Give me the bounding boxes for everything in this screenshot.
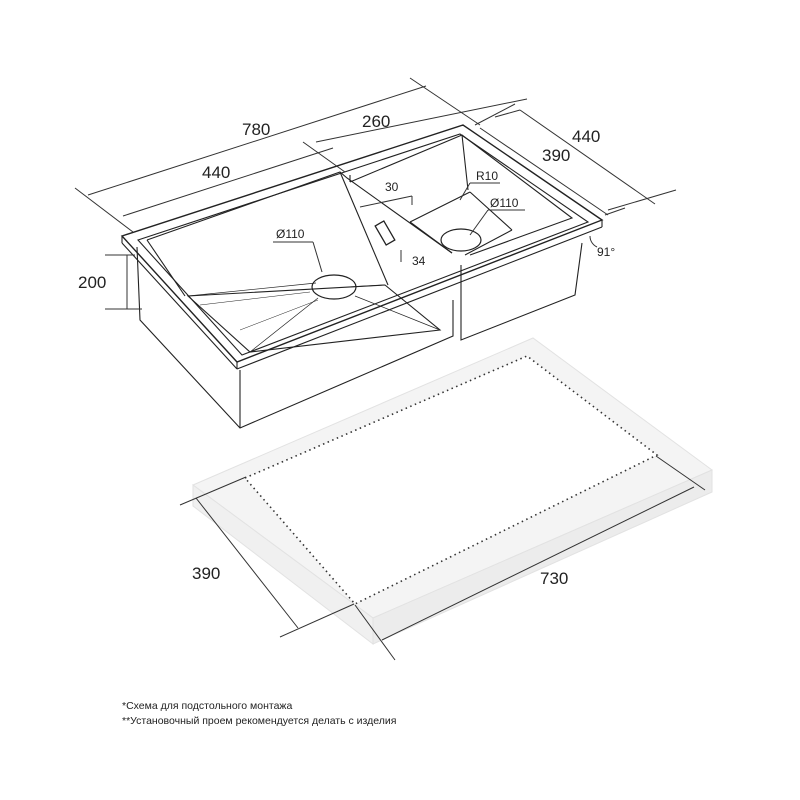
sink-total-length-label: 780 bbox=[242, 120, 270, 139]
cutout-dotted-outline bbox=[243, 355, 659, 605]
main-bowl-top-edge bbox=[146, 171, 453, 254]
countertop-cutout-hole bbox=[245, 356, 657, 604]
small-drain-label: Ø110 bbox=[490, 196, 519, 210]
edge-angle-label: 91° bbox=[597, 245, 615, 259]
small-bowl-top-edge bbox=[349, 134, 574, 256]
cutout-depth-label: 390 bbox=[192, 564, 220, 583]
overflow-width-label: 30 bbox=[385, 180, 399, 194]
main-drain-label: Ø110 bbox=[276, 227, 305, 241]
sink-diagram bbox=[120, 124, 604, 429]
sink-rim-inner bbox=[137, 133, 590, 356]
cutout-depth-dimension bbox=[179, 476, 355, 638]
main-drain-icon bbox=[311, 274, 357, 300]
small-bowl-exterior bbox=[460, 242, 583, 341]
small-bowl-length-label: 260 bbox=[362, 112, 390, 131]
overflow-slot-icon bbox=[374, 220, 396, 246]
main-bowl-length-label: 440 bbox=[202, 163, 230, 182]
footnote-cutout: **Установочный проем рекомендуется делат… bbox=[122, 715, 397, 727]
main-bowl-bottom bbox=[186, 284, 442, 353]
corner-radius-label: R10 bbox=[476, 169, 498, 183]
sink-dimension-lines bbox=[74, 77, 677, 310]
footnote-mounting: *Схема для подстольного монтажа bbox=[122, 700, 293, 712]
depth-inner-label: 390 bbox=[542, 146, 570, 165]
countertop-cutout-diagram: 390 730 bbox=[179, 337, 713, 661]
cutout-width-label: 730 bbox=[540, 569, 568, 588]
depth-outer-label: 440 bbox=[572, 127, 600, 146]
cutout-width-dimension bbox=[354, 455, 706, 661]
footnotes: *Схема для подстольного монтажа **Устано… bbox=[122, 699, 396, 729]
bowl-height-label: 200 bbox=[78, 273, 106, 292]
small-drain-icon bbox=[440, 228, 482, 252]
overflow-height-label: 34 bbox=[412, 254, 426, 268]
